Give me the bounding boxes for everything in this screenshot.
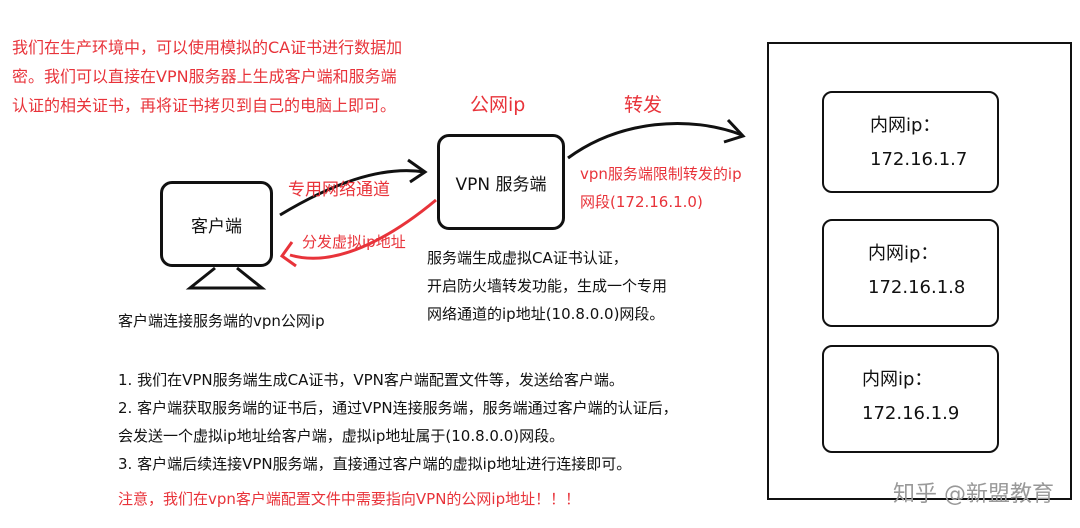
tunnel-arrowhead [407,158,428,184]
step-item: 3. 客户端后续连接VPN服务端，直接通过客户端的虚拟ip地址进行连接即可。 [118,455,632,473]
host-ip: 172.16.1.7 [870,149,968,170]
server-notes: 服务端生成虚拟CA证书认证， 开启防火墙转发功能，生成一个专用 网络通道的ip地… [427,244,667,328]
vpn-server-node: VPN 服务端 [437,134,565,230]
forward-label: 转发 [624,94,663,116]
intro-line: 密。我们可以直接在VPN服务器上生成客户端和服务端 [12,67,397,86]
distribute-arrow [289,198,437,260]
internal-host: 内网ip： 172.16.1.8 [822,219,999,327]
step-item: 2. 客户端获取服务端的证书后，通过VPN连接服务端，服务端通过客户端的认证后， [118,399,678,417]
host-ip: 172.16.1.9 [862,403,960,424]
forward-arrowhead [723,118,746,144]
warning-note: 注意，我们在vpn客户端配置文件中需要指向VPN的公网ip地址！！！ [118,490,581,508]
client-caption: 客户端连接服务端的vpn公网ip [118,312,325,330]
restrict-line: 网段(172.16.1.0) [580,193,703,211]
step-item: 会发送一个虚拟ip地址给客户端，虚拟ip地址属于(10.8.0.0)网段。 [118,427,565,445]
tunnel-label: 专用网络通道 [288,180,390,200]
monitor-stand-icon [185,266,267,290]
intro-text: 我们在生产环境中，可以使用模拟的CA证书进行数据加 密。我们可以直接在VPN服务… [12,33,402,120]
client-label: 客户端 [191,216,242,237]
intro-line: 我们在生产环境中，可以使用模拟的CA证书进行数据加 [12,38,403,57]
distribute-label: 分发虚拟ip地址 [302,233,406,251]
intro-line: 认证的相关证书，再将证书拷贝到自己的电脑上即可。 [12,96,397,115]
restrict-line: vpn服务端限制转发的ip [580,165,742,183]
host-ip: 172.16.1.8 [868,277,966,298]
internal-host: 内网ip： 172.16.1.9 [822,345,999,453]
public-ip-label: 公网ip [470,94,526,116]
watermark: 知乎 @新盟教育 [893,482,1054,507]
internal-host: 内网ip： 172.16.1.7 [822,91,999,193]
steps-list: 1. 我们在VPN服务端生成CA证书，VPN客户端配置文件等，发送给客户端。 2… [118,366,678,478]
server-note-line: 开启防火墙转发功能，生成一个专用 [427,277,668,295]
tunnel-arrow [279,169,426,217]
host-label: 内网ip： [870,115,941,136]
server-note-line: 服务端生成虚拟CA证书认证， [427,249,628,267]
distribute-arrowhead [279,241,297,268]
restrict-label: vpn服务端限制转发的ip 网段(172.16.1.0) [580,160,742,216]
client-node: 客户端 [160,181,273,267]
internal-network-container [767,42,1072,500]
host-label: 内网ip： [868,243,939,264]
forward-arrow [567,122,743,160]
server-note-line: 网络通道的ip地址(10.8.0.0)网段。 [427,305,665,323]
host-label: 内网ip： [862,369,933,390]
vpn-server-label: VPN 服务端 [455,174,547,195]
step-item: 1. 我们在VPN服务端生成CA证书，VPN客户端配置文件等，发送给客户端。 [118,371,624,389]
